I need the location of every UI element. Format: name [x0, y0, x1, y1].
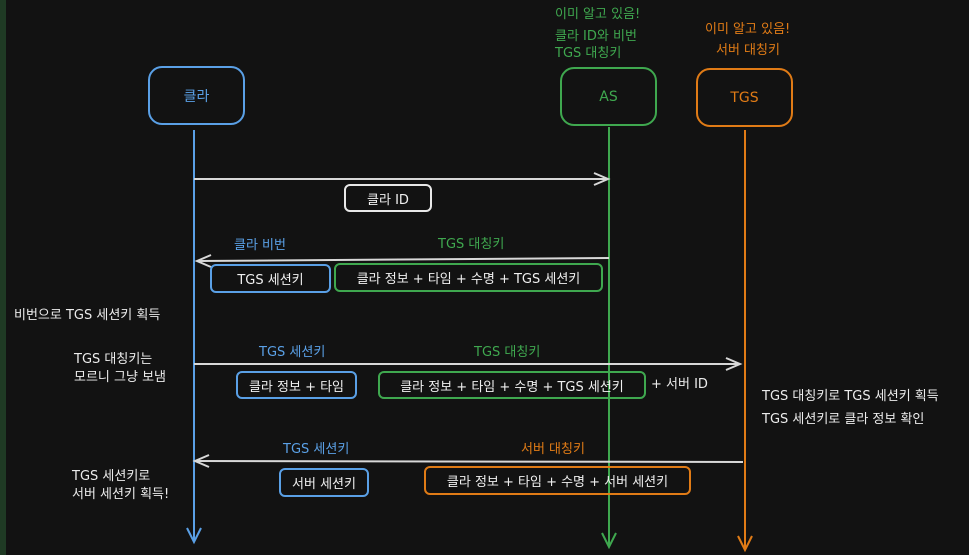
tgs-note-verify-client: TGS 세션키로 클라 정보 확인	[762, 412, 925, 427]
actor-tgs-label: TGS	[730, 89, 759, 106]
client-note-unknown-key-1: TGS 대칭키는	[74, 352, 153, 367]
message-2-client-password-label: 클라 비번	[234, 238, 286, 253]
tgs-note-known: 이미 알고 있음!	[705, 22, 791, 37]
tgs-note-get-session-key: TGS 대칭키로 TGS 세션키 획득	[762, 389, 939, 404]
message-1-client-id-box: 클라 ID	[344, 184, 432, 212]
message-2-tgs-session-key-box: TGS 세션키	[210, 264, 331, 293]
message-arrow-1	[194, 172, 611, 186]
client-note-get-server-session-key-1: TGS 세션키로	[72, 469, 151, 484]
message-4-service-ticket-box: 클라 정보 + 타임 + 수명 + 서버 세션키	[424, 466, 691, 495]
client-note-get-tgs-session-key: 비번으로 TGS 세션키 획득	[14, 308, 161, 323]
message-3-tgt-text: 클라 정보 + 타임 + 수명 + TGS 세션키	[400, 379, 624, 395]
message-arrow-2	[194, 254, 610, 268]
actor-as: AS	[560, 67, 657, 126]
actor-client-label: 클라	[183, 88, 210, 105]
client-lifeline	[186, 130, 202, 545]
message-4-server-key-label: 서버 대칭키	[521, 442, 585, 457]
message-3-tgs-key-label: TGS 대칭키	[474, 345, 541, 360]
message-3-tgt-box: 클라 정보 + 타임 + 수명 + TGS 세션키	[378, 371, 646, 399]
message-4-tgs-session-key-label: TGS 세션키	[283, 442, 350, 457]
actor-client: 클라	[148, 66, 245, 125]
message-4-server-session-key-text: 서버 세션키	[292, 477, 356, 492]
message-arrow-3	[194, 357, 743, 371]
message-2-tgt-box: 클라 정보 + 타임 + 수명 + TGS 세션키	[334, 263, 603, 292]
client-note-get-server-session-key-2: 서버 세션키 획득!	[72, 487, 170, 502]
message-2-tgs-key-label: TGS 대칭키	[438, 237, 505, 252]
as-note-known: 이미 알고 있음!	[555, 7, 641, 22]
message-2-tgt-text: 클라 정보 + 타임 + 수명 + TGS 세션키	[356, 272, 581, 287]
message-4-service-ticket-text: 클라 정보 + 타임 + 수명 + 서버 세션키	[446, 475, 669, 490]
message-3-server-id-suffix: + 서버 ID	[651, 377, 708, 392]
message-arrow-4	[192, 454, 744, 468]
message-2-tgs-session-key-text: TGS 세션키	[237, 273, 304, 288]
actor-as-label: AS	[599, 88, 618, 105]
message-3-authenticator-text: 클라 정보 + 타임	[248, 379, 345, 395]
actor-tgs: TGS	[696, 68, 793, 127]
message-4-server-session-key-box: 서버 세션키	[279, 468, 369, 497]
as-note-client-id-password: 클라 ID와 비번	[555, 29, 637, 44]
as-note-tgs-key: TGS 대칭키	[555, 46, 622, 61]
left-edge-strip	[0, 0, 6, 555]
message-3-tgs-session-key-label: TGS 세션키	[259, 345, 326, 360]
tgs-lifeline	[737, 130, 753, 553]
as-lifeline	[601, 127, 617, 550]
message-3-authenticator-box: 클라 정보 + 타임	[236, 371, 357, 399]
message-1-client-id-text: 클라 ID	[367, 192, 409, 208]
client-note-unknown-key-2: 모르니 그냥 보냄	[74, 370, 166, 385]
tgs-note-server-key: 서버 대칭키	[716, 43, 780, 58]
